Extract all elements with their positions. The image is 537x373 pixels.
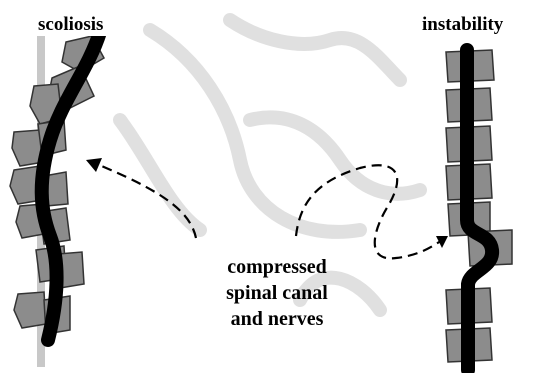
scoliosis-title: scoliosis (34, 14, 107, 36)
background-sketch-curve (230, 20, 400, 80)
caption-line: spinal canal (196, 280, 358, 306)
vertebra (14, 292, 46, 328)
caption-line: and nerves (196, 306, 358, 332)
caption: compressed spinal canal and nerves (196, 254, 358, 332)
caption-line: compressed (196, 254, 358, 280)
arrow-to-scoliosis (92, 162, 196, 238)
background-sketch-curve (150, 30, 360, 232)
background-sketch-curve (120, 120, 200, 230)
arrowhead-left (86, 158, 102, 172)
background-sketch-curve (250, 117, 420, 193)
instability-spine (446, 50, 512, 362)
instability-title: instability (418, 14, 507, 36)
